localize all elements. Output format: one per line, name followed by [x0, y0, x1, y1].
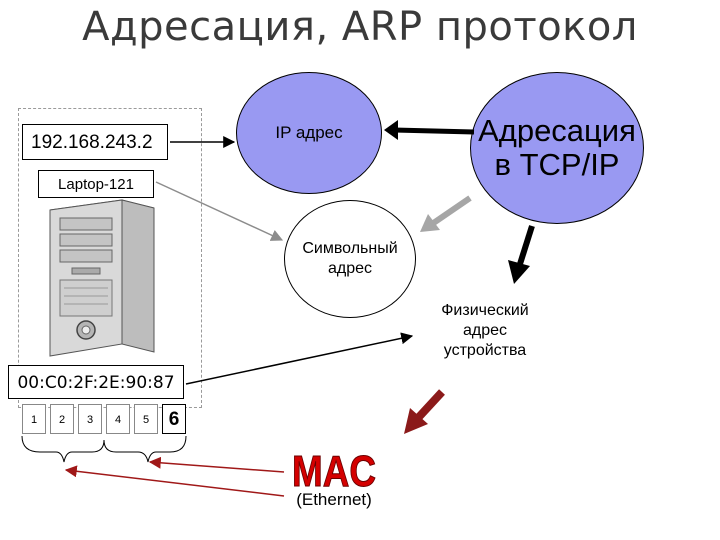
hostname-to-symbolic-arrow	[155, 181, 284, 241]
desktop-computer-icon	[49, 199, 155, 357]
mac-to-physical-arrow	[185, 332, 414, 385]
physical-node-line-1: Физический	[441, 302, 529, 319]
octet-1: 1	[22, 404, 46, 434]
physical-to-mac-arrow	[415, 389, 445, 421]
tcpip-to-ip-arrow	[393, 127, 475, 135]
physical-node-line-2: адрес	[462, 322, 507, 339]
mac-address-field: 00:C0:2F:2E:90:87	[8, 365, 184, 399]
tcpip-addressing-node: Адресация в TCP/IP	[470, 72, 644, 224]
octet-4: 4	[106, 404, 130, 434]
ip-address-node: IP адрес	[236, 72, 382, 194]
ip-address-field: 192.168.243.2	[22, 124, 168, 160]
physical-to-mac-arrowhead	[404, 408, 428, 434]
ip-address-node-label: IP адрес	[275, 123, 343, 142]
octet-5: 5	[134, 404, 158, 434]
mac-logo: MAC	[292, 448, 377, 492]
tcpip-node-line-2: в TCP/IP	[494, 147, 620, 182]
symbolic-address-node: Символьный адрес	[284, 200, 416, 318]
mac-to-brace-arrow-2	[64, 465, 285, 497]
octet-6: 6	[162, 404, 186, 434]
octet-brace	[21, 435, 187, 463]
physical-node-line-3: устройства	[443, 342, 527, 359]
symbolic-node-line-2: адрес	[327, 260, 373, 277]
mac-logo-text: MAC	[292, 448, 376, 492]
tcpip-to-symbolic-arrowhead	[420, 214, 440, 232]
mac-to-brace-arrow-1	[148, 456, 285, 473]
symbolic-node-line-1: Символьный	[302, 240, 398, 257]
tcpip-to-physical-arrowhead	[508, 260, 530, 284]
tcpip-to-physical-arrow	[517, 225, 535, 265]
ethernet-label: (Ethernet)	[296, 490, 372, 509]
hostname-field: Laptop-121	[38, 170, 154, 198]
tcpip-node-line-1: Адресация	[478, 113, 636, 148]
octet-2: 2	[50, 404, 74, 434]
octet-3: 3	[78, 404, 102, 434]
tcpip-to-symbolic-arrow	[430, 195, 472, 227]
physical-address-node: Физический адрес устройства	[414, 268, 556, 394]
page-title: Адресация, ARP протокол	[82, 4, 638, 50]
tcpip-to-ip-arrowhead	[384, 120, 398, 140]
